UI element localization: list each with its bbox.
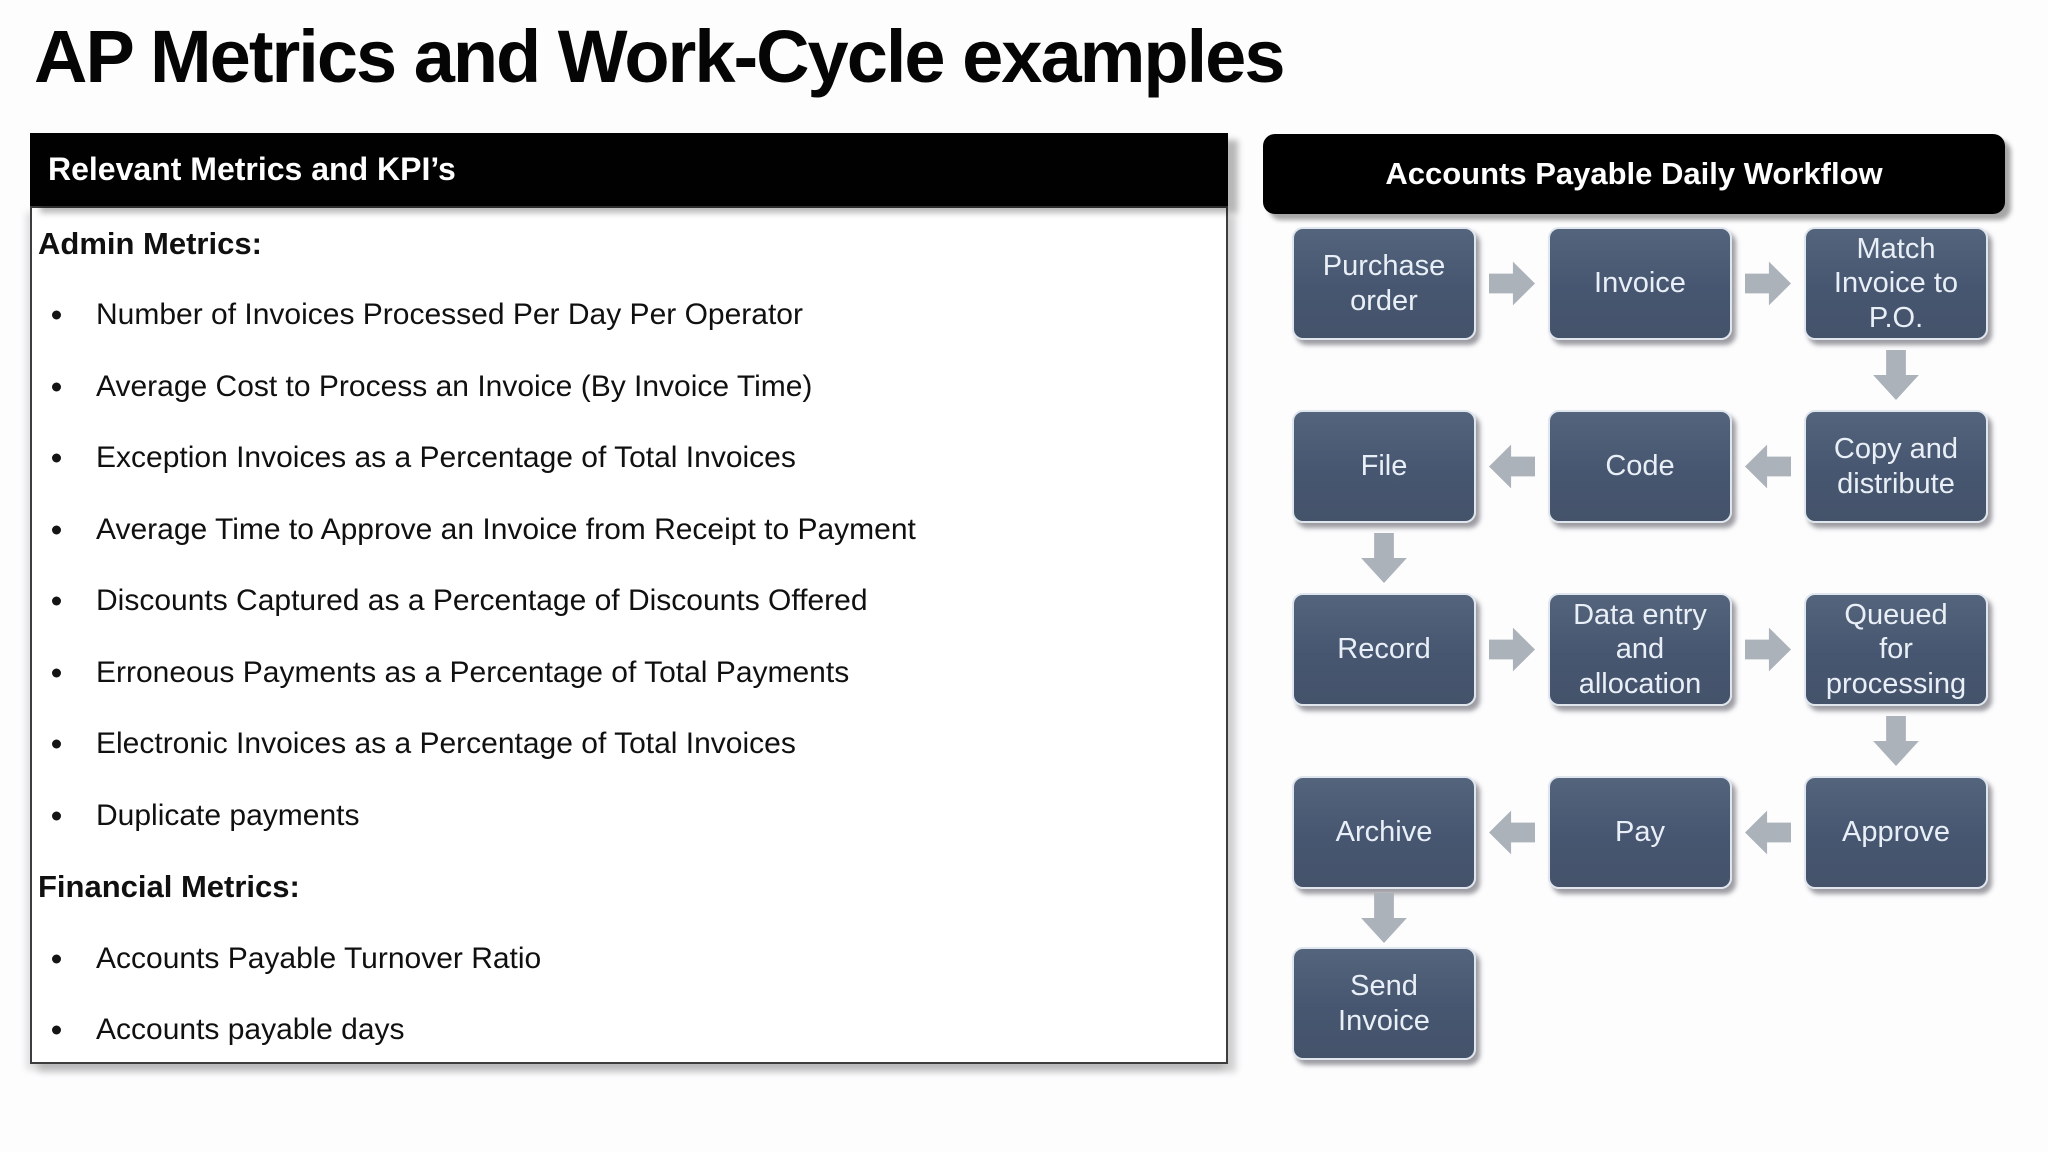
arrow-right-icon bbox=[1489, 261, 1535, 306]
metrics-panel-header: Relevant Metrics and KPI’s bbox=[30, 133, 1228, 206]
workflow-panel-header: Accounts Payable Daily Workflow bbox=[1263, 134, 2005, 214]
workflow-panel-header-label: Accounts Payable Daily Workflow bbox=[1385, 156, 1883, 191]
financial-metrics-heading: Financial Metrics: bbox=[38, 869, 300, 905]
flow-node-copy-and-distribute: Copy and distribute bbox=[1804, 410, 1988, 523]
arrow-down-icon bbox=[1361, 893, 1407, 943]
arrow-cell bbox=[1732, 410, 1804, 523]
arrow-right-icon bbox=[1745, 261, 1791, 306]
page-title: AP Metrics and Work-Cycle examples bbox=[34, 15, 1285, 98]
arrow-cell bbox=[1732, 593, 1804, 706]
flow-node-pay: Pay bbox=[1548, 776, 1732, 889]
admin-metrics-heading: Admin Metrics: bbox=[38, 225, 262, 261]
arrow-cell bbox=[1476, 593, 1548, 706]
workflow-flowchart: Purchase order Invoice Match Invoice to … bbox=[1292, 227, 1988, 1060]
bullet-item: Average Cost to Process an Invoice (By I… bbox=[32, 351, 1226, 423]
arrow-cell bbox=[1476, 227, 1548, 340]
arrow-cell bbox=[1804, 340, 1988, 410]
arrow-down-icon bbox=[1873, 350, 1919, 400]
flow-node-file: File bbox=[1292, 410, 1476, 523]
flow-node-purchase-order: Purchase order bbox=[1292, 227, 1476, 340]
arrow-right-icon bbox=[1745, 627, 1791, 672]
flow-node-record: Record bbox=[1292, 593, 1476, 706]
flow-node-archive: Archive bbox=[1292, 776, 1476, 889]
flow-node-match-invoice-to-po: Match Invoice to P.O. bbox=[1804, 227, 1988, 340]
arrow-cell bbox=[1292, 523, 1476, 593]
flow-node-queued-for-processing: Queued for processing bbox=[1804, 593, 1988, 706]
metrics-panel-body: Admin Metrics: Number of Invoices Proces… bbox=[30, 206, 1228, 1064]
arrow-left-icon bbox=[1489, 444, 1535, 489]
arrow-left-icon bbox=[1745, 444, 1791, 489]
flow-node-send-invoice: Send Invoice bbox=[1292, 947, 1476, 1060]
flow-node-invoice: Invoice bbox=[1548, 227, 1732, 340]
flow-node-approve: Approve bbox=[1804, 776, 1988, 889]
bullet-item: Number of Invoices Processed Per Day Per… bbox=[32, 280, 1226, 352]
arrow-cell bbox=[1804, 706, 1988, 776]
bullet-item: Exception Invoices as a Percentage of To… bbox=[32, 423, 1226, 495]
bullet-item: Duplicate payments bbox=[32, 780, 1226, 852]
bullet-item: Erroneous Payments as a Percentage of To… bbox=[32, 637, 1226, 709]
arrow-left-icon bbox=[1745, 810, 1791, 855]
flow-node-code: Code bbox=[1548, 410, 1732, 523]
arrow-right-icon bbox=[1489, 627, 1535, 672]
arrow-cell bbox=[1476, 410, 1548, 523]
bullet-item: Electronic Invoices as a Percentage of T… bbox=[32, 709, 1226, 781]
arrow-cell bbox=[1732, 227, 1804, 340]
arrow-cell bbox=[1732, 776, 1804, 889]
bullet-item: Discounts Captured as a Percentage of Di… bbox=[32, 566, 1226, 638]
bullet-item: Average Time to Approve an Invoice from … bbox=[32, 494, 1226, 566]
bullet-item: Accounts Payable Turnover Ratio bbox=[32, 923, 1226, 995]
arrow-cell bbox=[1476, 776, 1548, 889]
bullet-item: Accounts payable days bbox=[32, 995, 1226, 1067]
metrics-panel-header-label: Relevant Metrics and KPI’s bbox=[48, 151, 456, 187]
metrics-panel: Relevant Metrics and KPI’s Admin Metrics… bbox=[30, 133, 1228, 1064]
arrow-down-icon bbox=[1361, 533, 1407, 583]
flow-node-data-entry-and-allocation: Data entry and allocation bbox=[1548, 593, 1732, 706]
arrow-down-icon bbox=[1873, 716, 1919, 766]
arrow-cell bbox=[1292, 889, 1476, 947]
arrow-left-icon bbox=[1489, 810, 1535, 855]
